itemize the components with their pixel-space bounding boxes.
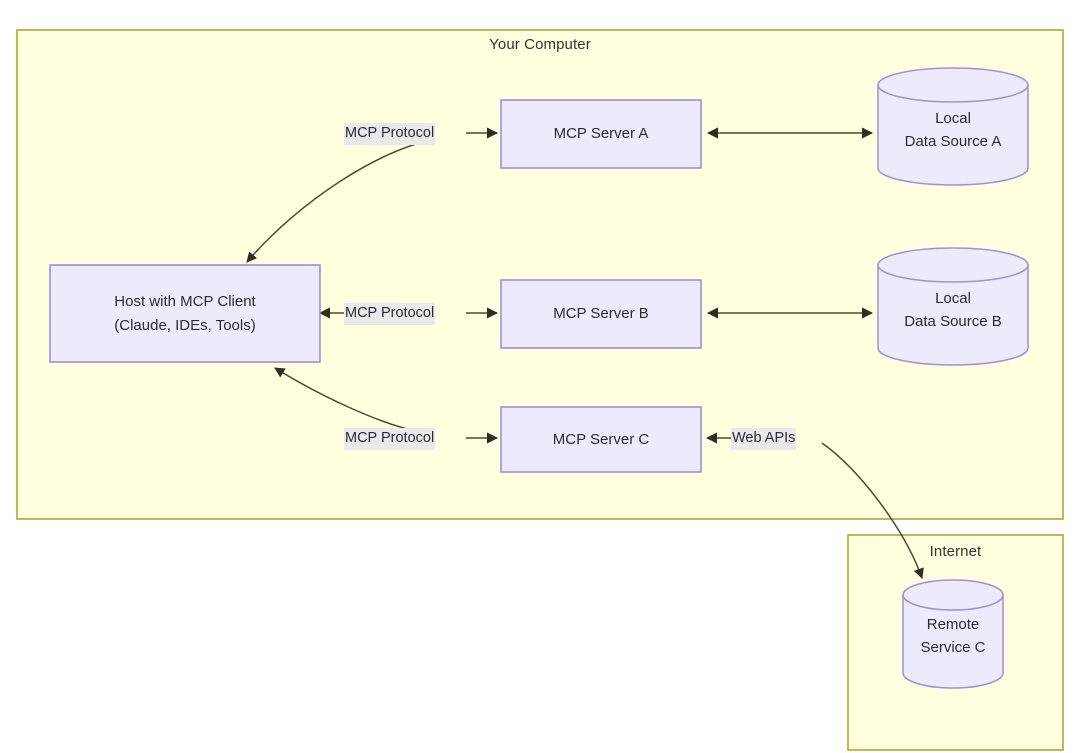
node-server-b-shape[interactable] [500,279,702,349]
edge-host-server-a-curve [246,139,433,263]
node-source-b-shape[interactable] [877,247,1029,366]
edge-label-mcp-protocol-b: MCP Protocol [344,303,436,326]
node-server-c-shape[interactable] [500,406,702,473]
node-host-shape[interactable] [49,264,321,363]
edge-label-web-apis: Web APIs [731,428,797,451]
node-server-a-shape[interactable] [500,99,702,169]
your-computer-title: Your Computer [489,36,591,53]
edge-label-mcp-protocol-a: MCP Protocol [344,123,436,146]
edge-label-mcp-protocol-c: MCP Protocol [344,428,436,451]
node-remote-c-shape[interactable] [902,579,1004,689]
node-source-a-shape[interactable] [877,67,1029,186]
edge-webapis-to-remote-c-curve [821,442,924,579]
internet-title: Internet [929,543,982,560]
